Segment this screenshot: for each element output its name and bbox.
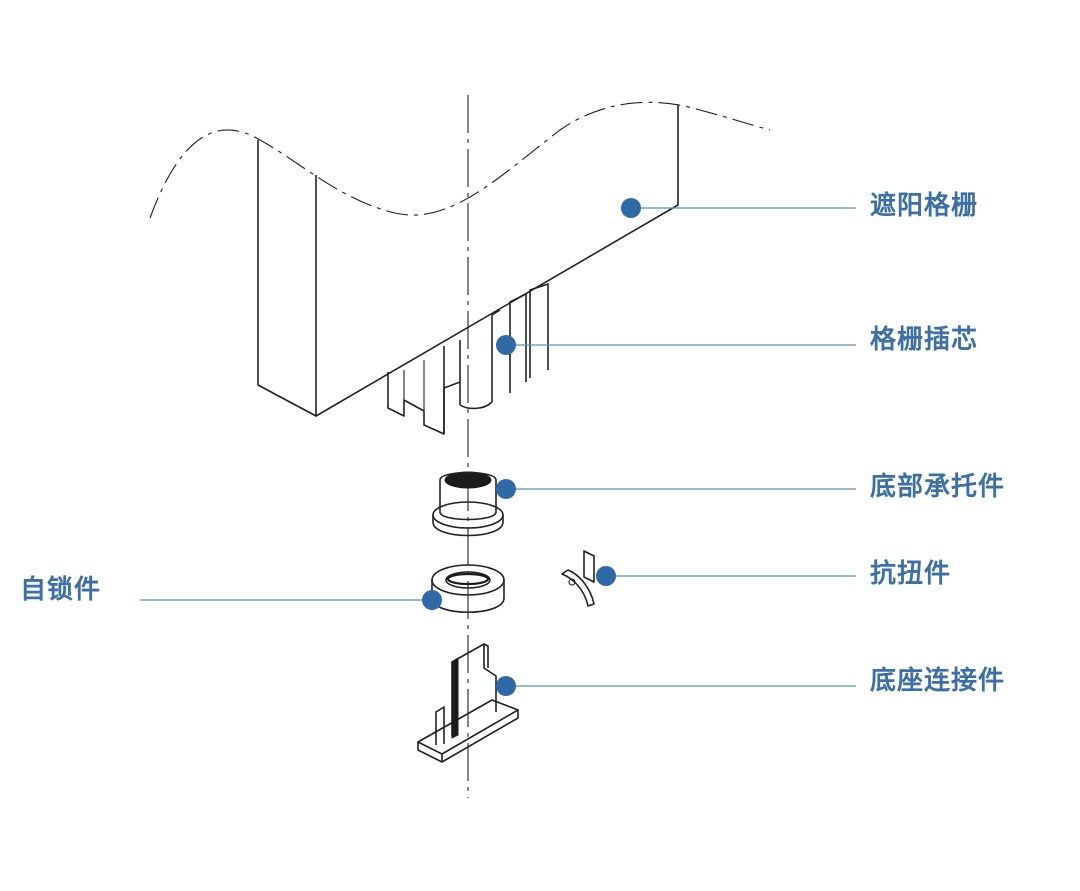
callout-leaders <box>140 198 856 696</box>
marker-self-lock <box>422 590 442 610</box>
bottom-bearing <box>432 471 504 537</box>
marker-base-connector <box>496 676 516 696</box>
break-line <box>149 101 771 219</box>
label-louver: 遮阳格栅 <box>870 191 979 221</box>
label-bearing: 底部承托件 <box>870 472 1006 502</box>
label-anti-torsion: 抗扭件 <box>870 559 952 589</box>
marker-louver <box>621 198 641 218</box>
louver-body <box>257 105 679 417</box>
label-core: 格栅插芯 <box>870 325 979 355</box>
base-connector <box>417 643 519 763</box>
marker-anti-torsion <box>596 566 616 586</box>
grille-core <box>387 283 549 435</box>
label-self-lock: 自锁件 <box>20 575 102 605</box>
anti-torsion-part <box>561 550 595 607</box>
marker-core <box>496 335 516 355</box>
label-base-connector: 底座连接件 <box>870 666 1006 696</box>
marker-bearing <box>496 479 516 499</box>
